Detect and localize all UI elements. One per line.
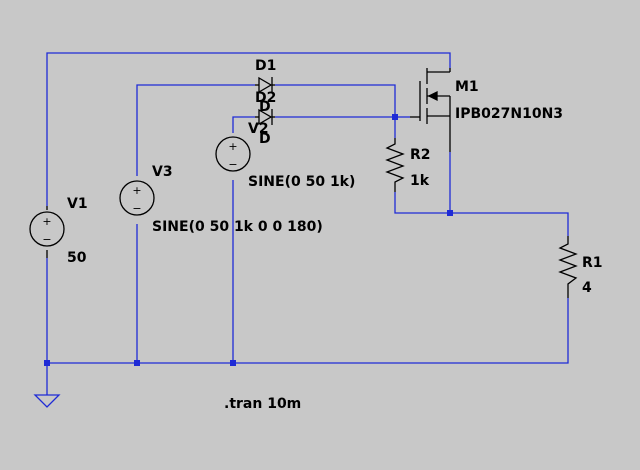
junction-ground-v1 <box>44 360 50 366</box>
source-v3-circle <box>119 180 155 216</box>
source-v1-value: 50 <box>67 250 87 266</box>
diode-d2-value: D <box>259 131 271 147</box>
source-v2-value: SINE(0 50 1k) <box>248 174 355 190</box>
diode-d2[interactable] <box>255 108 275 126</box>
source-v2-minus-sign: − <box>228 158 237 171</box>
junction-ground-v3 <box>134 360 140 366</box>
resistor-r2-value: 1k <box>410 173 430 189</box>
wire-v2-top-to-d2 <box>232 116 255 133</box>
resistor-r2-name: R2 <box>410 147 431 163</box>
mosfet-m1[interactable] <box>410 68 451 152</box>
junctions <box>44 114 453 366</box>
spice-directive[interactable]: .tran 10m <box>224 396 301 412</box>
source-v3[interactable]: + − <box>119 180 155 216</box>
junction-ground-v2 <box>230 360 236 366</box>
source-v1[interactable]: + − <box>29 206 65 258</box>
wire-v1-top-to-mosfet-drain <box>46 52 451 206</box>
resistor-r1[interactable] <box>558 236 578 298</box>
mosfet-m1-arrow <box>427 90 438 102</box>
source-v2-plus-sign: + <box>228 140 237 153</box>
source-v2[interactable]: + − <box>215 136 251 172</box>
wire-r1-to-ground-rail <box>47 298 569 364</box>
mosfet-m1-name: M1 <box>455 79 479 95</box>
resistor-r1-value: 4 <box>582 280 592 296</box>
source-v2-circle <box>215 136 251 172</box>
source-v1-name: V1 <box>67 196 88 212</box>
wire-source-node-to-r1 <box>450 212 569 236</box>
ground-icon[interactable] <box>33 394 61 408</box>
resistor-r2[interactable] <box>385 138 405 192</box>
junction-gate-node <box>392 114 398 120</box>
source-v1-circle <box>29 211 65 247</box>
diode-d2-name: D2 <box>255 90 276 106</box>
resistor-r2-zigzag <box>385 138 405 192</box>
source-v3-plus-sign: + <box>132 184 141 197</box>
diode-d1-value: D <box>259 99 271 115</box>
wire-d1-cathode-to-node <box>275 84 396 117</box>
resistor-r1-zigzag <box>558 236 578 298</box>
wire-r2-to-source-node <box>394 192 450 214</box>
source-v3-name: V3 <box>152 164 173 180</box>
mosfet-m1-value: IPB027N10N3 <box>455 106 563 122</box>
diode-d1[interactable] <box>255 76 275 94</box>
junction-source-node <box>447 210 453 216</box>
source-v3-value: SINE(0 50 1k 0 0 180) <box>152 219 323 235</box>
source-v1-minus-sign: − <box>42 233 51 246</box>
wire-v3-top-to-d1 <box>136 84 255 176</box>
source-v1-plus-sign: + <box>42 215 51 228</box>
diode-d1-name: D1 <box>255 58 276 74</box>
resistor-r1-name: R1 <box>582 255 603 271</box>
source-v3-minus-sign: − <box>132 202 141 215</box>
source-v2-name: V2 <box>248 121 269 137</box>
